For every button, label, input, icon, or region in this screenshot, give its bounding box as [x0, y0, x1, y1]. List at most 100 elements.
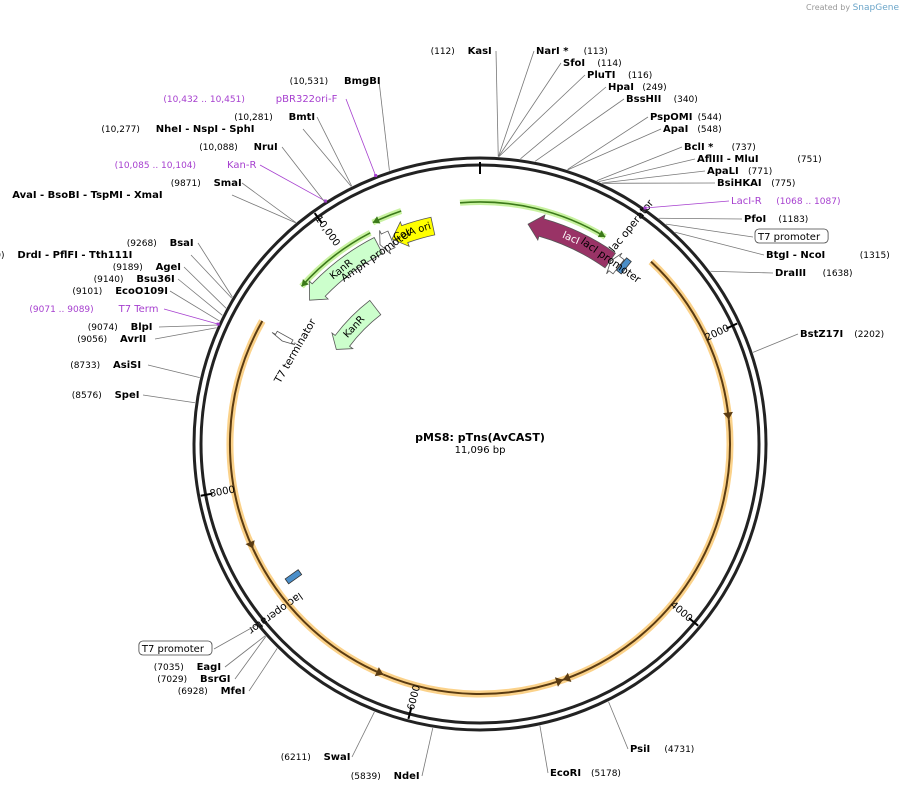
site-position: (112) [431, 47, 455, 57]
feature-laci[interactable] [527, 214, 616, 269]
site-position: (9140) [94, 275, 124, 285]
cut-site[interactable]: KasI(112) [431, 46, 492, 57]
cut-site[interactable]: EagI(7035) [154, 662, 221, 673]
site-name: AsiSI [113, 360, 141, 371]
feature-kanr-1[interactable] [308, 236, 383, 301]
cut-site[interactable]: BsiHKAI(775) [717, 178, 795, 189]
site-name: NheI - NspI - SphI [156, 124, 255, 135]
cut-site[interactable]: ApaLI(771) [707, 166, 772, 177]
cut-site[interactable]: NdeI(5839) [351, 771, 420, 782]
cut-site[interactable]: PspOMI(544) [650, 112, 722, 123]
cut-site[interactable]: AflIII - MluI(751) [697, 154, 822, 165]
cut-site[interactable]: NruI(10,088) [199, 142, 278, 153]
site-name: pBR322ori-F [276, 94, 338, 105]
cut-site[interactable]: BstZ17I(2202) [800, 329, 884, 340]
site-name: BmtI [289, 112, 316, 123]
cut-site[interactable]: BmgBI(10,531) [290, 76, 381, 87]
site-position: (9268) [127, 239, 157, 249]
bp-tick [688, 617, 699, 627]
primer-site[interactable]: pBR322ori-F(10,432 .. 10,451) [163, 94, 337, 105]
cut-site[interactable]: BclI *(737) [684, 142, 756, 153]
cut-site[interactable]: PsiI(4731) [630, 744, 694, 755]
cut-site[interactable]: BssHII(340) [626, 94, 698, 105]
cut-site[interactable]: BtgI - NcoI(1315) [766, 250, 890, 261]
cut-site[interactable]: PfoI(1183) [744, 214, 808, 225]
cut-site[interactable]: T7 promoter [754, 228, 829, 244]
primer-line [459, 201, 606, 238]
site-name: MfeI [221, 686, 246, 697]
cut-site[interactable]: SmaI(9871) [171, 178, 242, 189]
cut-site[interactable]: SpeI(8576) [72, 390, 140, 401]
site-position: (340) [674, 95, 698, 105]
site-position: (8576) [72, 391, 102, 401]
orf-arrowhead [245, 540, 255, 549]
cut-site[interactable]: AgeI(9189) [113, 262, 181, 273]
cut-site-leader [213, 624, 257, 650]
cut-site-leader [158, 324, 218, 328]
feature-label: T7 terminator [272, 316, 319, 386]
cut-site-leader [608, 701, 629, 750]
primer-site[interactable]: Kan-R(10,085 .. 10,104) [115, 160, 257, 171]
feature-ampr-promoter[interactable] [379, 230, 396, 255]
cut-site[interactable]: NheI - NspI - SphI(10,277) [101, 124, 254, 135]
site-position: (9101) [72, 287, 102, 297]
backbone-inner [199, 163, 761, 725]
cut-site-leader [163, 308, 219, 325]
cut-site[interactable]: BsaI (9268) [127, 238, 194, 249]
site-name: PluTI [587, 70, 615, 81]
site-name: NruI [254, 142, 278, 153]
site-name: PfoI [744, 214, 766, 225]
site-name: AvaI - BsoBI - TspMI - XmaI [12, 190, 162, 201]
site-name: EcoRI [550, 768, 581, 779]
cut-site-leader [658, 217, 743, 220]
bp-tick-label: 8000 [209, 485, 236, 500]
primer-arrowhead [301, 279, 309, 287]
site-position: (113) [584, 47, 608, 57]
cut-site-leader [752, 333, 799, 353]
cut-site-leader [520, 86, 607, 160]
cut-site[interactable]: BmtI(10,281) [234, 112, 315, 123]
cut-site[interactable]: AsiSI(8733) [70, 360, 141, 371]
bp-tick [725, 322, 738, 330]
cut-site[interactable]: DraIII(1638) [775, 268, 853, 279]
cut-site[interactable]: PluTI(116) [587, 70, 652, 81]
site-position: (1638) [823, 269, 853, 279]
site-name: SfoI [563, 58, 585, 69]
site-position: (5178) [591, 769, 621, 779]
site-name: BsaI [170, 238, 194, 249]
cut-site[interactable]: ApaI(548) [663, 124, 722, 135]
cut-site[interactable]: HpaI(249) [608, 82, 667, 93]
cut-site[interactable]: AvrII(9056) [77, 334, 146, 345]
site-name: BstZ17I [800, 329, 843, 340]
cut-site-leader [316, 116, 353, 187]
cut-site[interactable]: EcoO109I(9101) [72, 286, 168, 297]
site-position: (7029) [157, 675, 187, 685]
site-position: (114) [597, 59, 621, 69]
feature-t7-terminator[interactable] [271, 330, 296, 346]
cut-site[interactable]: BlpI(9074) [88, 322, 153, 333]
feature-lac-operator-2[interactable]: lac operator [236, 569, 314, 637]
cut-site[interactable]: MfeI(6928) [178, 686, 246, 697]
cut-site-leader [539, 725, 549, 774]
cut-site[interactable]: Bsu36I(9140) [94, 274, 175, 285]
site-name: AgeI [156, 262, 181, 273]
cut-site[interactable]: DrdI - PflFI - Tth111I(9260) [0, 250, 132, 261]
snapgene-credit: Created by SnapGene [806, 3, 899, 13]
credit-prefix: Created by [806, 3, 851, 12]
primer-marker [216, 322, 220, 326]
cut-site[interactable]: SwaI(6211) [281, 752, 351, 763]
feature-laci-promoter[interactable] [606, 252, 625, 275]
lac-operator-box [284, 569, 303, 585]
cut-site[interactable]: NarI *(113) [536, 46, 608, 57]
primer-site[interactable]: LacI-R(1068 .. 1087) [731, 196, 840, 207]
cut-site[interactable]: AvaI - BsoBI - TspMI - XmaI(9869) [0, 190, 163, 201]
cut-site[interactable]: T7 promoter [138, 640, 213, 656]
feature-colA-ori[interactable] [391, 216, 436, 248]
cut-site[interactable]: EcoRI (5178) [550, 768, 621, 779]
cut-site[interactable]: SfoI (114) [563, 58, 622, 69]
feature-kanr-2[interactable] [331, 299, 382, 350]
site-position: (9260) [0, 251, 5, 261]
primer-site[interactable]: T7 Term(9071 .. 9089) [29, 304, 158, 315]
cut-site-leader [142, 394, 196, 404]
cut-site[interactable]: BsrGI(7029) [157, 674, 230, 685]
